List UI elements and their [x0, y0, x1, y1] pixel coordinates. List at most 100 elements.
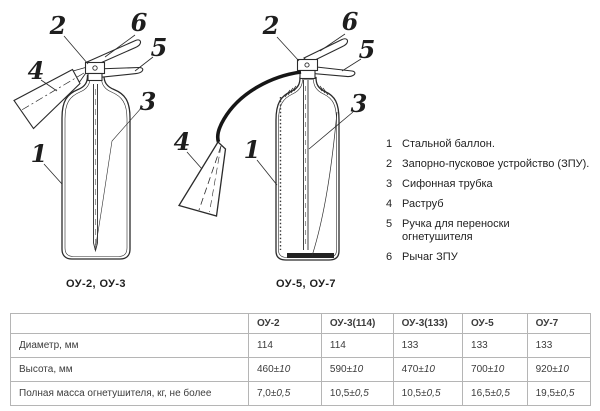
- table-row-height: Высота, мм 460±10 590±10 470±10 700±10 9…: [10, 357, 592, 382]
- legend-item-5: 5 Ручка для переноски огнетушителя: [386, 218, 596, 244]
- cell: 114: [320, 333, 394, 358]
- cell: 19,5±0,5: [526, 381, 592, 406]
- cell: 700±10: [462, 357, 528, 382]
- legend-item-2: 2 Запорно-пусковое устройство (ЗПУ).: [386, 158, 596, 171]
- tolerance: ±10: [418, 364, 435, 375]
- tolerance: ±0,5: [349, 388, 369, 399]
- callout-5: 5: [359, 35, 376, 64]
- value: 19,5: [535, 388, 556, 399]
- value: 460: [256, 364, 274, 375]
- caption-ou2-ou3: ОУ-2, ОУ-3: [66, 278, 126, 290]
- header-ou5: ОУ-5: [462, 313, 528, 334]
- legend-label: Запорно-пусковое устройство (ЗПУ).: [402, 158, 590, 170]
- base-band: [287, 253, 334, 258]
- siphon-tube: [93, 84, 98, 253]
- value: 114: [329, 340, 346, 351]
- row-label: Полная масса огнетушителя, кг, не более: [10, 381, 249, 406]
- cell: 133: [526, 333, 592, 358]
- parts-legend: 1 Стальной баллон. 2 Запорно-пусковое ус…: [386, 138, 596, 271]
- caption-ou5-ou7: ОУ-5, ОУ-7: [276, 278, 336, 290]
- carry-handle: [311, 65, 356, 78]
- valve-zpu: [84, 39, 144, 82]
- leader-lines: [40, 34, 154, 251]
- cylinder-inner-wall: [64, 77, 128, 257]
- value: 133: [401, 340, 419, 351]
- row-label: Высота, мм: [10, 357, 249, 382]
- header-ou2: ОУ-2: [247, 313, 322, 334]
- legend-num: 4: [386, 198, 393, 210]
- header-ou7: ОУ-7: [526, 313, 592, 334]
- tolerance: ±10: [273, 364, 291, 375]
- legend-label: Стальной баллон.: [402, 138, 495, 150]
- tolerance: ±10: [487, 364, 505, 375]
- siphon-tube: [303, 80, 309, 250]
- zpu-lever: [303, 38, 349, 64]
- cell: 460±10: [247, 357, 322, 382]
- header-ou3-133: ОУ-3(133): [392, 313, 464, 334]
- cell: 7,0±0,5: [247, 381, 322, 406]
- legend-label: Сифонная трубка: [402, 178, 493, 190]
- zpu-lever: [85, 39, 142, 68]
- callout-2: 2: [262, 11, 280, 40]
- cell: 920±10: [526, 357, 592, 382]
- value: 16,5: [471, 388, 491, 399]
- value: 7,0: [256, 388, 271, 399]
- horn-outline: [13, 68, 81, 130]
- callout-4: 4: [28, 56, 45, 85]
- callout-1: 1: [244, 135, 261, 164]
- value: 10,5: [329, 388, 350, 399]
- value: 133: [535, 340, 553, 351]
- spec-table: ОУ-2 ОУ-3(114) ОУ-3(133) ОУ-5 ОУ-7 Диаме…: [10, 313, 592, 406]
- legend-item-1: 1 Стальной баллон.: [386, 138, 596, 151]
- legend-label: Ручка для переноски огнетушителя: [402, 218, 510, 243]
- cell: 16,5±0,5: [462, 381, 528, 406]
- horn-outline: [177, 140, 227, 217]
- table-header-row: ОУ-2 ОУ-3(114) ОУ-3(133) ОУ-5 ОУ-7: [10, 313, 592, 334]
- value: 700: [471, 364, 488, 375]
- legend-num: 2: [386, 158, 393, 170]
- horn-axis: [19, 72, 85, 112]
- cell: 10,5±0,5: [392, 381, 464, 406]
- cylinder-body: [61, 74, 131, 260]
- tolerance: ±10: [346, 364, 364, 375]
- row-label: Диаметр, мм: [10, 333, 249, 358]
- value: 133: [471, 340, 488, 351]
- leader-lines: [186, 33, 362, 186]
- header-ou3-114: ОУ-3(114): [320, 313, 394, 334]
- legend-num: 5: [386, 218, 393, 230]
- neck-hatching: [284, 83, 329, 98]
- legend-num: 3: [386, 178, 393, 190]
- hose: [215, 70, 302, 143]
- legend-item-6: 6 Рычаг ЗПУ: [386, 251, 596, 264]
- extinguisher-ou5-ou7: 2 6 5 4 3 1 ОУ-5, ОУ-7: [174, 7, 376, 290]
- value: 920: [535, 364, 553, 375]
- callout-6: 6: [131, 8, 148, 37]
- legend-item-4: 4 Раструб: [386, 198, 596, 211]
- cell: 133: [462, 333, 528, 358]
- callout-4: 4: [174, 127, 191, 156]
- callout-6: 6: [342, 7, 359, 36]
- callout-3: 3: [351, 89, 368, 118]
- cell: 470±10: [392, 357, 464, 382]
- extinguisher-ou2-ou3: 2 6 5 4 3 1 ОУ-2, ОУ-3: [13, 8, 167, 290]
- cell: 590±10: [320, 357, 394, 382]
- horn-cone: [13, 67, 86, 130]
- tolerance: ±0,5: [555, 388, 575, 399]
- tolerance: ±0,5: [421, 388, 441, 399]
- cylinder-inner-wall: [278, 79, 337, 258]
- value: 114: [256, 340, 273, 351]
- cylinder-body: [275, 76, 340, 261]
- cell: 133: [392, 333, 464, 358]
- legend-label: Раструб: [402, 198, 444, 210]
- tolerance: ±0,5: [490, 388, 510, 399]
- legend-label: Рычаг ЗПУ: [402, 251, 458, 263]
- value: 470: [401, 364, 419, 375]
- callout-3: 3: [140, 87, 157, 116]
- valve-zpu: [296, 38, 356, 80]
- legend-num: 1: [386, 138, 393, 150]
- tolerance: ±10: [552, 364, 569, 375]
- horn-cone: [177, 140, 227, 217]
- table-row-diameter: Диаметр, мм 114 114 133 133 133: [10, 333, 592, 358]
- value: 10,5: [401, 388, 422, 399]
